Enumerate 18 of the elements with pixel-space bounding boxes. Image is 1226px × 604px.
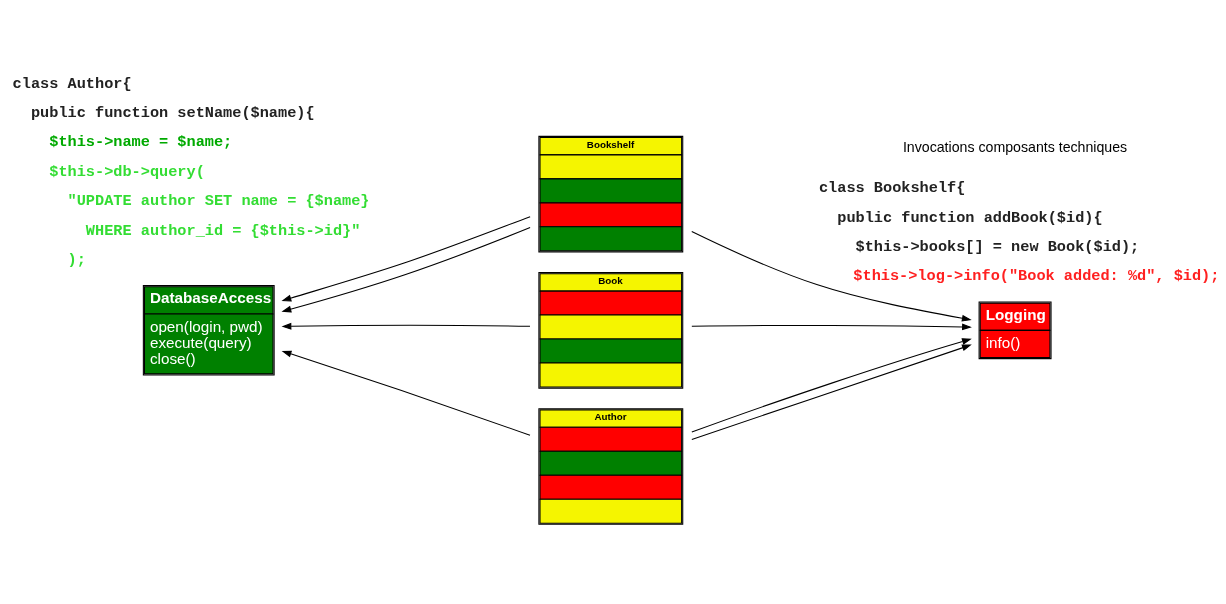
label: public function addBook($id){ [837, 208, 1103, 227]
arrow [691, 323, 972, 331]
label: $this->db->query( [49, 162, 205, 181]
label: $this->name = $name; [49, 133, 233, 152]
arrow [281, 322, 531, 330]
label: Invocations composants techniques [902, 139, 1128, 156]
label: WHERE author_id = {$this->id}" [85, 221, 361, 240]
label: public function setName($name){ [30, 103, 315, 122]
arrow [281, 227, 531, 313]
label: ); [67, 251, 86, 270]
label: class Bookshelf{ [818, 179, 966, 198]
arrow [691, 231, 972, 322]
label: class Author{ [12, 74, 132, 93]
label: $this->books[] = new Book($id); [855, 238, 1140, 257]
arrow [281, 216, 531, 302]
label: $this->log->info("Book added: %d", $id); [853, 267, 1220, 286]
arrow [281, 350, 531, 436]
label: "UPDATE author SET name = {$name} [67, 192, 370, 211]
